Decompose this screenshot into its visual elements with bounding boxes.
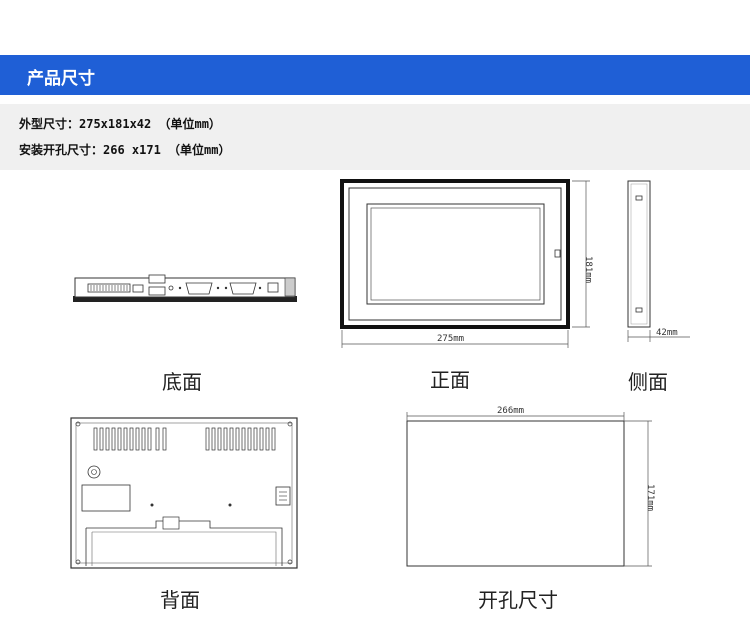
cutout-size-spec: 安装开孔尺寸：266 x171 （单位mm） <box>19 143 231 157</box>
cutout-height-dimension: 171mm <box>645 484 655 511</box>
section-banner: 产品尺寸 <box>0 55 750 95</box>
bottom-view-drawing <box>73 274 297 302</box>
front-view-caption: 正面 <box>430 368 470 392</box>
outer-size-spec: 外型尺寸：275x181x42 （单位mm） <box>19 117 221 131</box>
cutout-caption: 开孔尺寸 <box>478 588 558 612</box>
section-title: 产品尺寸 <box>27 69 95 89</box>
cutout-width-dimension: 266mm <box>497 406 524 416</box>
front-height-dimension: 181mm <box>583 256 593 283</box>
side-view-drawing <box>627 180 690 342</box>
side-view-caption: 侧面 <box>628 370 668 394</box>
front-view-drawing <box>340 179 590 348</box>
bottom-view-caption: 底面 <box>162 370 202 394</box>
cutout-drawing <box>406 412 652 567</box>
back-view-drawing <box>70 417 298 569</box>
side-depth-dimension: 42mm <box>656 328 678 338</box>
spec-panel: 外型尺寸：275x181x42 （单位mm） 安装开孔尺寸：266 x171 （… <box>0 104 750 170</box>
back-view-caption: 背面 <box>160 588 200 612</box>
front-width-dimension: 275mm <box>437 334 464 344</box>
